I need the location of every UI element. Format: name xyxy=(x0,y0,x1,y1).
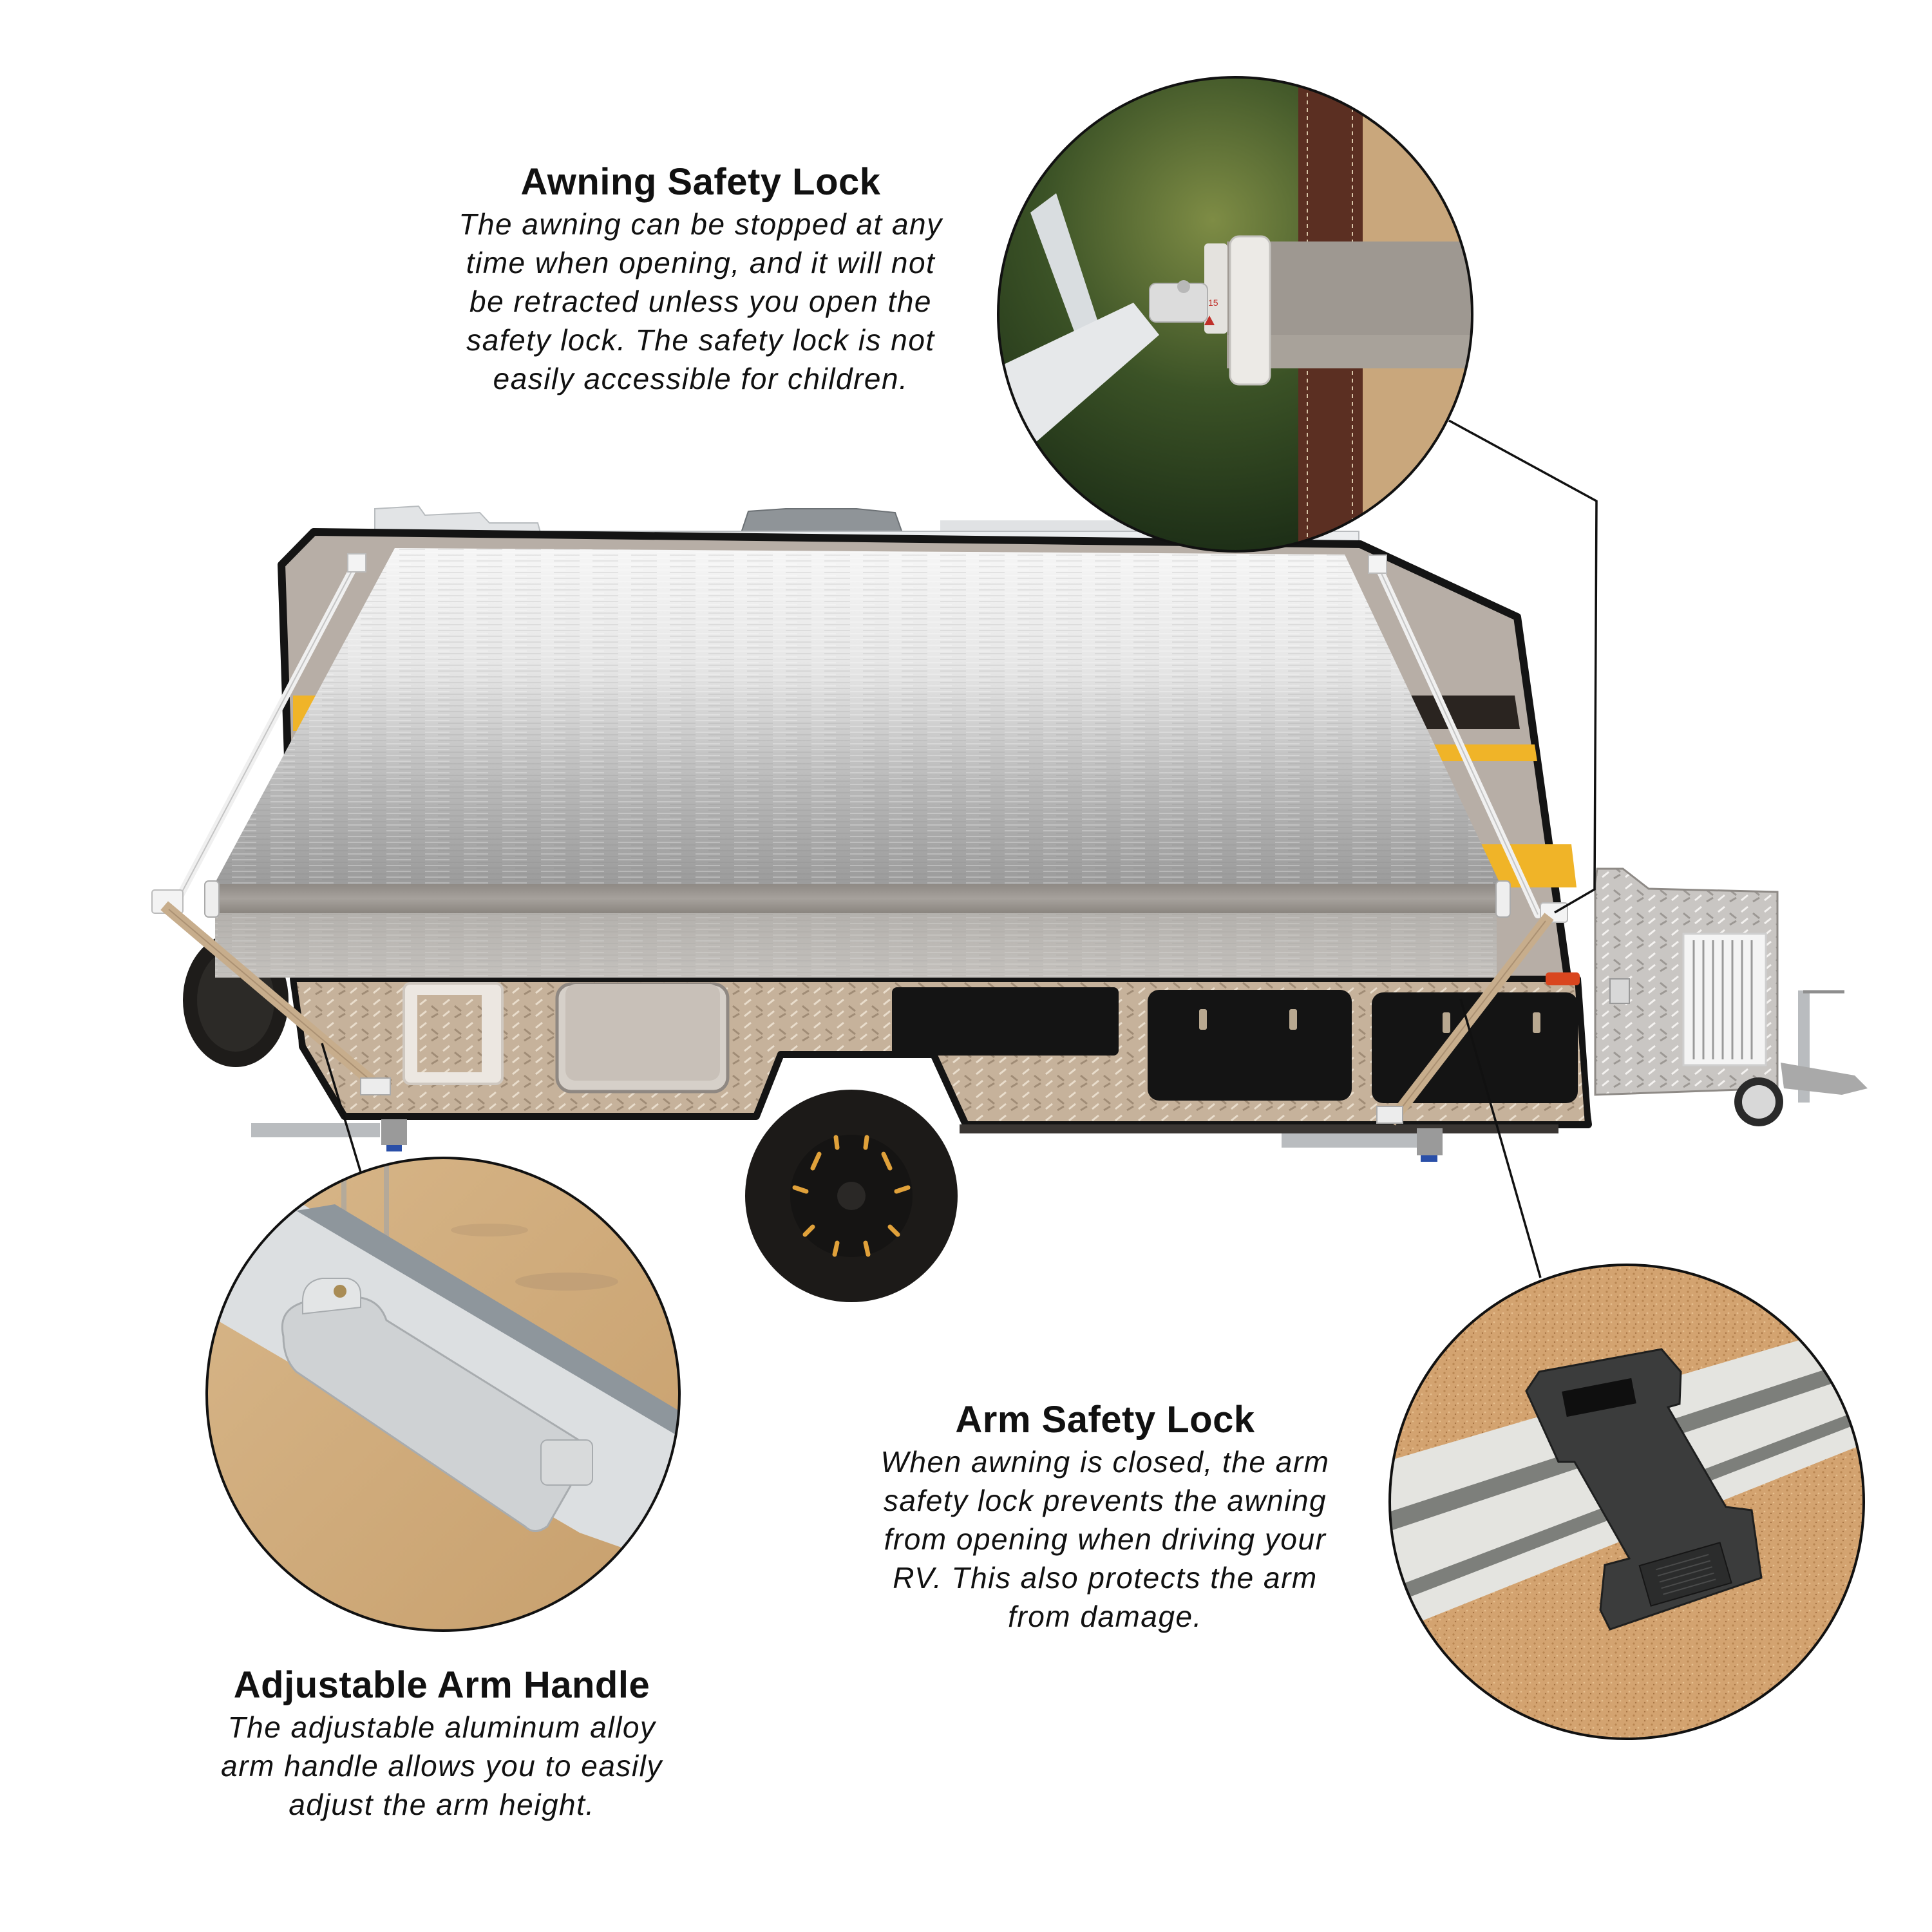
leader-line-arm-safety-lock xyxy=(1459,998,1542,1278)
callout-arm-safety-lock: Arm Safety Lock When awning is closed, t… xyxy=(783,1397,1427,1636)
description-line: RV. This also protects the arm xyxy=(893,1561,1318,1595)
description-line: time when opening, and it will not xyxy=(466,246,936,279)
description-line: easily accessible for children. xyxy=(493,362,909,395)
svg-text:15: 15 xyxy=(1208,298,1218,308)
callout-awning-safety-lock: Awning Safety Lock The awning can be sto… xyxy=(379,160,1023,398)
black-stripe-front xyxy=(1403,696,1520,729)
callout-adjustable-arm-handle: Adjustable Arm Handle The adjustable alu… xyxy=(120,1663,764,1824)
chassis-rail xyxy=(960,1124,1558,1133)
description-line: When awning is closed, the arm xyxy=(880,1445,1330,1479)
description-line: from damage. xyxy=(1008,1600,1202,1633)
jockey-wheel xyxy=(1734,990,1868,1126)
description-line: safety lock. The safety lock is not xyxy=(466,323,935,357)
description-line: The awning can be stopped at any xyxy=(459,207,943,241)
leader-line-awning-safety-lock xyxy=(1448,419,1598,914)
description-line: safety lock prevents the awning xyxy=(883,1484,1327,1517)
callout-description: When awning is closed, the arm safety lo… xyxy=(783,1443,1427,1636)
leader-lines xyxy=(321,419,1598,1278)
inset-arm-safety-lock xyxy=(1388,1264,1865,1740)
awning-roller-tube xyxy=(213,884,1502,913)
trailer xyxy=(151,505,1868,1302)
callout-title: Arm Safety Lock xyxy=(955,1399,1255,1441)
description-line: adjust the arm height. xyxy=(289,1788,595,1821)
callout-title: Awning Safety Lock xyxy=(520,161,881,203)
front-stabilizer-leg xyxy=(1282,1128,1443,1162)
callout-title: Adjustable Arm Handle xyxy=(233,1664,650,1706)
callout-description: The awning can be stopped at any time wh… xyxy=(379,205,1023,398)
description-line: arm handle allows you to easily xyxy=(221,1749,663,1783)
description-line: be retracted unless you open the xyxy=(469,285,932,318)
side-reflector xyxy=(1546,972,1580,985)
leader-line-adjustable-arm-handle xyxy=(321,1043,362,1173)
front-toolbox xyxy=(1594,867,1779,1096)
description-line: The adjustable aluminum alloy xyxy=(227,1710,656,1744)
yellow-stripe-front-2 xyxy=(1474,844,1577,887)
callout-description: The adjustable aluminum alloy arm handle… xyxy=(120,1708,764,1824)
inset-awning-safety-lock: 15 xyxy=(997,76,1473,553)
storage-panel-1 xyxy=(892,987,1119,1056)
awning xyxy=(151,548,1568,1126)
main-wheel xyxy=(745,1090,958,1302)
description-line: from opening when driving your xyxy=(884,1522,1327,1556)
yellow-stripe-front-1 xyxy=(1428,744,1537,761)
inset-adjustable-arm-handle xyxy=(205,1157,681,1632)
entry-door xyxy=(555,982,730,1094)
storage-door-2 xyxy=(1148,990,1352,1101)
rear-stabilizer-leg xyxy=(251,1119,407,1151)
side-hatch xyxy=(402,982,504,1085)
